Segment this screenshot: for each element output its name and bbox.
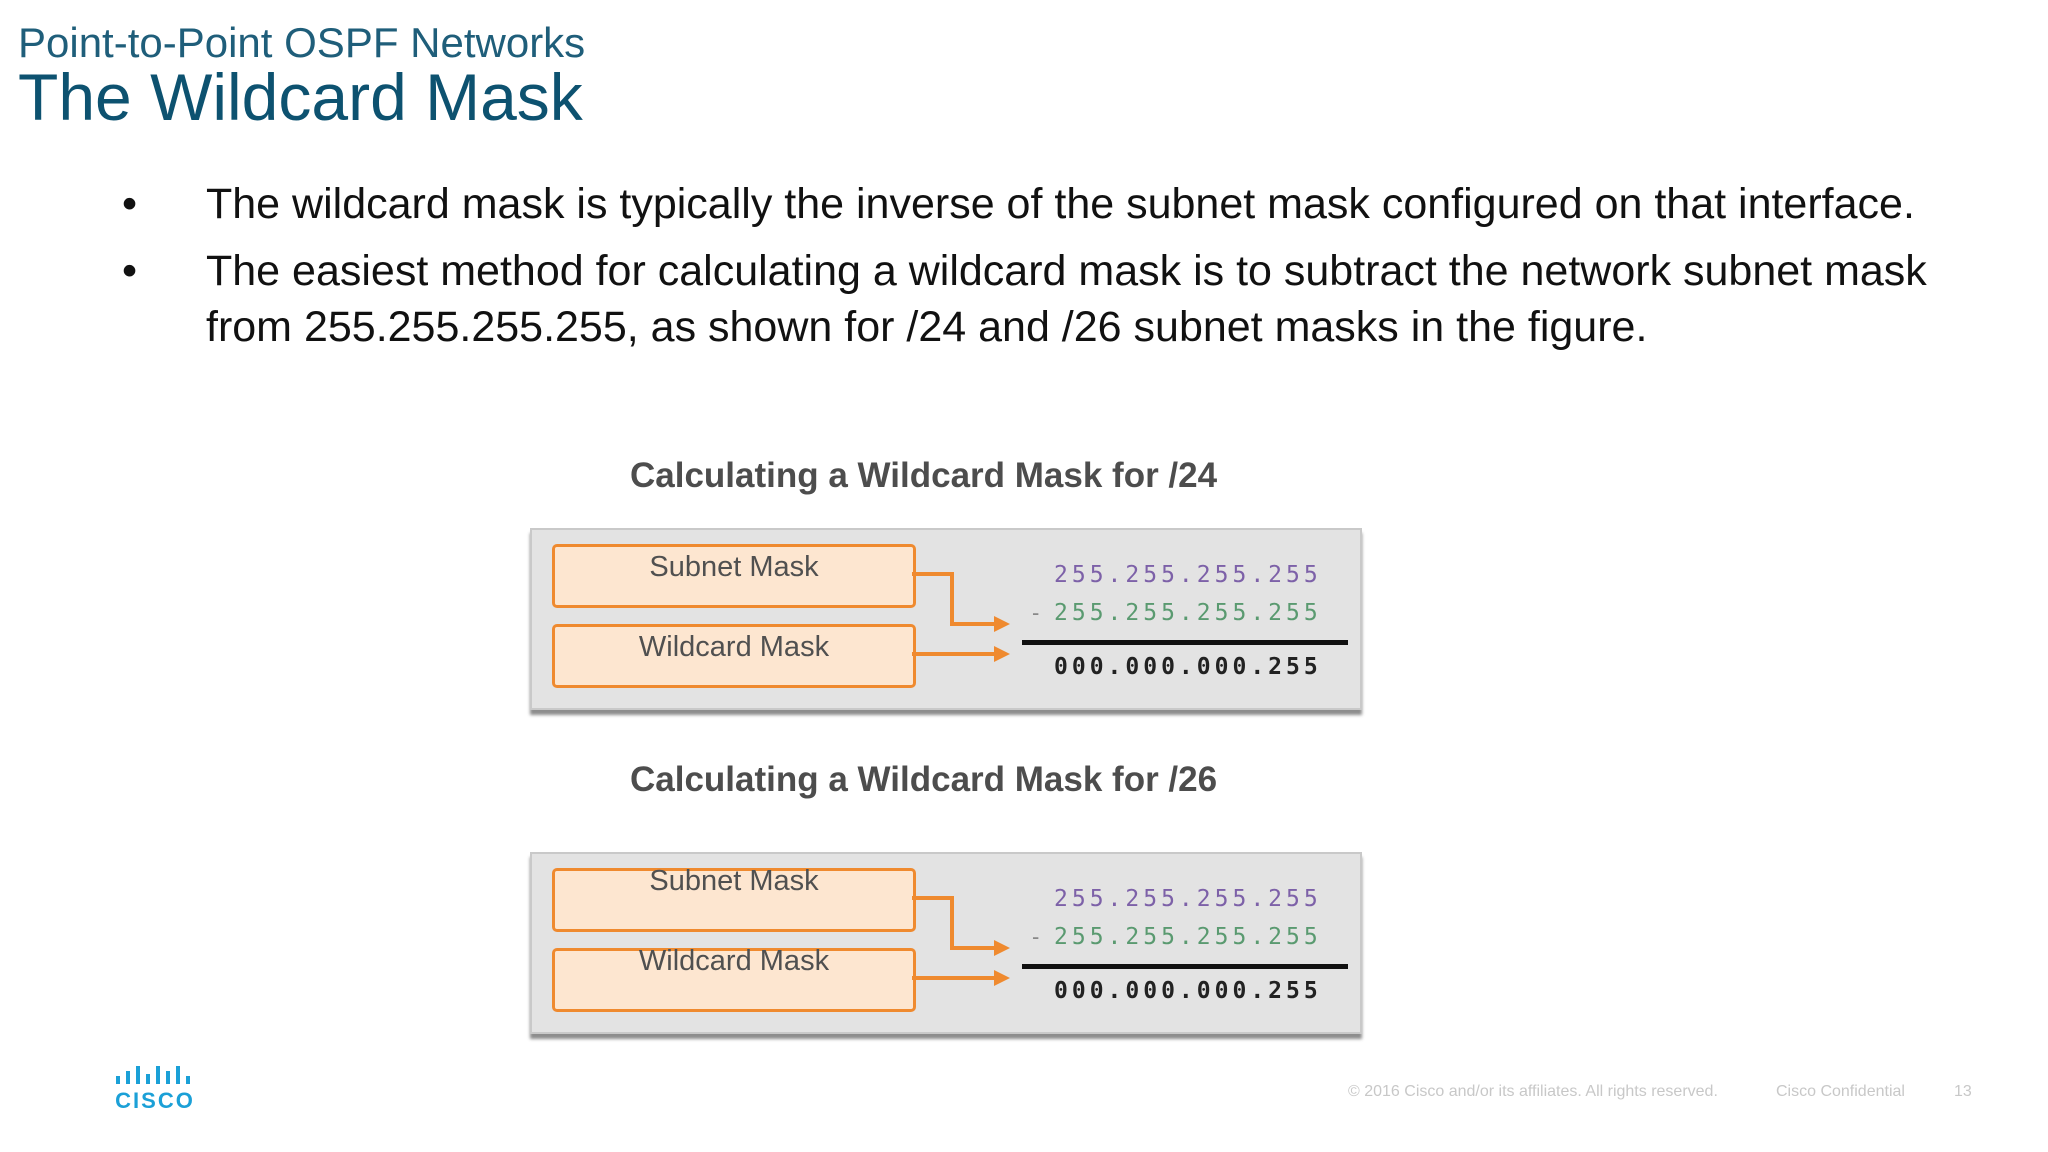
arrow-head-icon <box>994 616 1010 632</box>
bullet-list: • The wildcard mask is typically the inv… <box>122 176 2002 366</box>
minus-sign: - <box>1032 600 1040 625</box>
wildcard-mask-box: Wildcard Mask <box>552 945 916 1012</box>
arrows-graphic <box>912 896 1010 986</box>
subnet-mask-value: 255.255.255.255 <box>1054 924 1322 950</box>
subnet-mask-value: 255.255.255.255 <box>1054 600 1322 626</box>
figure-title: Calculating a Wildcard Mask for /24 <box>630 456 1218 495</box>
all-ones-address: 255.255.255.255 <box>1054 562 1322 588</box>
wildcard-mask-label: Wildcard Mask <box>638 631 830 663</box>
arrow-head-icon <box>994 646 1010 662</box>
cisco-logo: CISCO <box>112 1066 198 1113</box>
arrow-head-icon <box>994 940 1010 956</box>
slide-title: The Wildcard Mask <box>18 60 583 134</box>
all-ones-address: 255.255.255.255 <box>1054 886 1322 912</box>
minus-sign: - <box>1032 924 1040 949</box>
bullet-marker: • <box>122 247 138 295</box>
arrows-graphic <box>912 572 1010 662</box>
copyright-text: © 2016 Cisco and/or its affiliates. All … <box>1348 1083 1718 1100</box>
subnet-arrow-line <box>912 572 994 626</box>
wildcard-result: 000.000.000.255 <box>1054 654 1322 680</box>
bullet-item: • The wildcard mask is typically the inv… <box>122 176 2002 232</box>
figure-title: Calculating a Wildcard Mask for /26 <box>630 760 1218 799</box>
cisco-wordmark: CISCO <box>115 1088 195 1113</box>
sum-rule <box>1022 964 1348 969</box>
subnet-mask-box: Subnet Mask <box>552 865 916 932</box>
subnet-arrow-line <box>912 896 994 950</box>
bullet-marker: • <box>122 180 138 228</box>
wildcard-result: 000.000.000.255 <box>1054 978 1322 1004</box>
subnet-mask-box: Subnet Mask <box>552 544 916 608</box>
bullet-item: • The easiest method for calculating a w… <box>122 243 2002 355</box>
page-number: 13 <box>1954 1083 1972 1100</box>
confidential-text: Cisco Confidential <box>1776 1083 1905 1100</box>
arrow-head-icon <box>994 970 1010 986</box>
bullet-text: The easiest method for calculating a wil… <box>206 247 1927 351</box>
wildcard-mask-box: Wildcard Mask <box>552 624 916 688</box>
calculation-panel: Subnet Mask Wildcard Mask 255.255.255.25… <box>530 852 1362 1034</box>
subnet-mask-label: Subnet Mask <box>649 865 819 897</box>
sum-rule <box>1022 640 1348 645</box>
cisco-bars-icon <box>116 1066 190 1084</box>
wildcard-mask-label: Wildcard Mask <box>638 945 830 977</box>
subnet-mask-label: Subnet Mask <box>649 551 819 583</box>
bullet-text: The wildcard mask is typically the inver… <box>206 180 1915 228</box>
calculation-panel: Subnet Mask Wildcard Mask 255.255.255.25… <box>530 528 1362 710</box>
slide-subtitle: Point-to-Point OSPF Networks <box>18 19 586 66</box>
